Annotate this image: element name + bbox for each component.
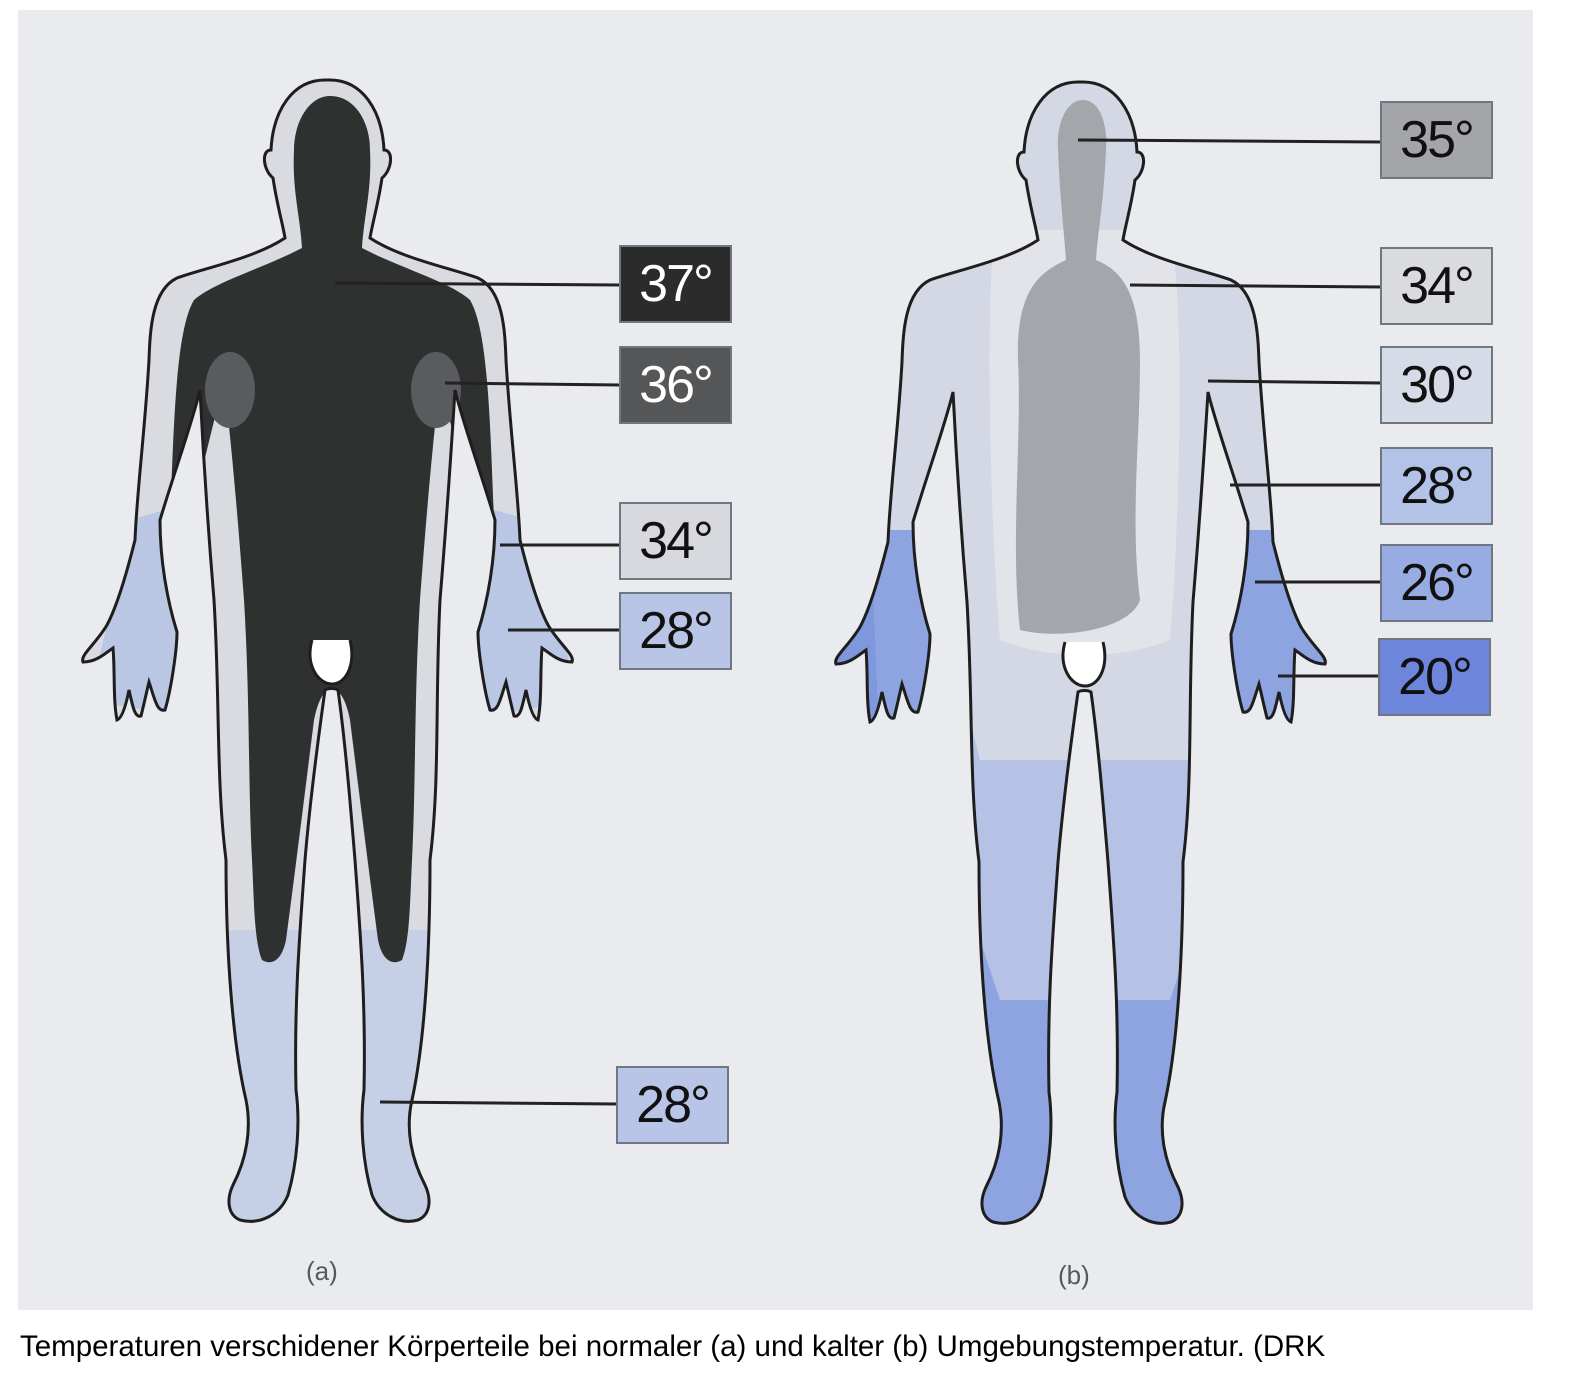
temp-tag-b-28: 28°: [1380, 447, 1493, 525]
temp-tag-b-35: 35°: [1380, 101, 1493, 179]
temp-tag-b-30: 30°: [1380, 346, 1493, 424]
leader-line-b-34: [1130, 285, 1381, 287]
figure-a-body: [60, 60, 620, 1260]
figure-b-body: [800, 60, 1380, 1260]
leader-line-a-36: [445, 383, 620, 385]
temp-tag-b-34: 34°: [1380, 247, 1493, 325]
temp-tag-b-20: 20°: [1378, 638, 1491, 716]
temp-tag-a-34: 34°: [619, 502, 732, 580]
temp-tag-a-28-foot: 28°: [616, 1066, 729, 1144]
temp-tag-a-37: 37°: [619, 245, 732, 323]
temp-tag-a-28-hand: 28°: [619, 592, 732, 670]
temp-tag-a-36: 36°: [619, 346, 732, 424]
leader-line-b-30: [1208, 381, 1381, 383]
leader-line-a-28-foot: [380, 1102, 617, 1104]
leader-line-a-37: [335, 283, 620, 285]
temp-tag-b-26: 26°: [1380, 544, 1493, 622]
leader-line-b-35: [1078, 140, 1381, 142]
figure-b-label: (b): [1058, 1260, 1090, 1291]
figure-caption: Temperaturen verschidener Körperteile be…: [20, 1330, 1325, 1364]
figure-a-label: (a): [306, 1256, 338, 1287]
